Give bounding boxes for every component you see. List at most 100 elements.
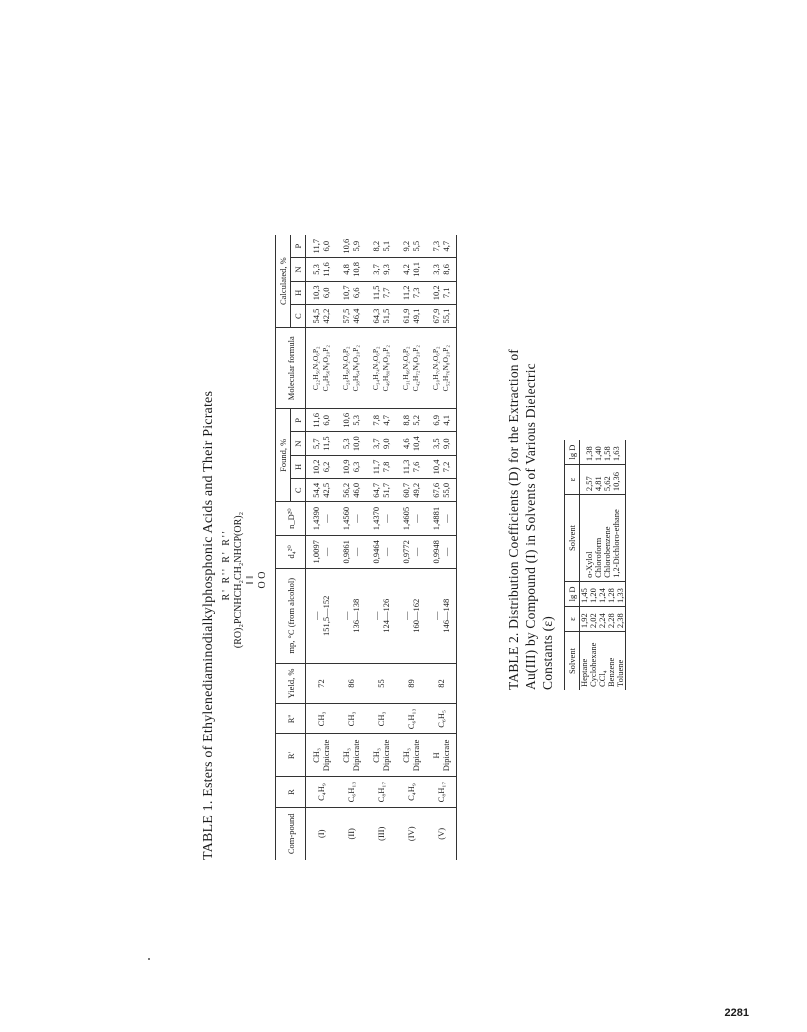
cell-found-n-line-2: 10,0 [351,436,361,452]
cell-n20: 1,4560— [336,501,366,536]
cell-calc-h-line-2: 6,0 [321,287,331,299]
cell-mp-line-2: 124—126 [381,598,391,633]
cell-found-h-line-2: 7,2 [441,461,451,473]
t2-col-solvent-2: Solvent [564,494,580,582]
cell-r2-line-1: C₆H₅ [436,710,446,728]
cell-calc-n-line-1: 3,7 [371,264,381,275]
cell-r-line-1: C₈H₁₇ [436,781,446,803]
col-calculated: Calculated, % [275,235,291,328]
cell-found-n-line-2: 10,4 [411,436,421,452]
cell-calc-c-line-1: 67,9 [431,308,441,324]
cell-n20-line-2: — [441,514,451,523]
table1: Com-pound R R' R'' Yield, % mp, °C (from… [275,235,457,860]
cell-mp-line-1: — [401,611,411,621]
table2-block: TABLE 2. Distribution Coefficients (D) f… [505,320,626,690]
cell-found-p-line-2: 5,3 [351,415,361,426]
col-r2: R'' [275,703,306,734]
cell-d20: 0,9861— [336,535,366,569]
cell-mp-line-1: — [311,611,321,621]
cell-calc-h-line-1: 10,2 [431,285,441,301]
cell-d20-line-2: — [381,547,391,557]
cell-n20-line-1: 1,4390 [311,506,321,531]
cell-calc-p-line-1: 8,2 [371,240,381,252]
cell-found-n-line-1: 3,5 [431,438,441,449]
cell-d20-line-1: 0,9948 [431,540,441,564]
cell-found-c-line-2: 42,5 [321,482,331,498]
cell-solvent-line-5: Toluene [615,659,625,687]
cell-lgd-2-line-4: 1,63 [610,446,621,462]
col-r1: R' [275,733,306,777]
cell-yield: 89 [396,663,426,704]
cell-found-h-line-2: 6,3 [351,461,361,473]
cell-found-n-line-1: 5,3 [341,438,351,449]
cell-found-n-line-2: 11,5 [321,436,331,451]
cell-formula-line-2: C₅₂H₇₆N₈O₂₀P₂ [441,345,450,392]
cell-d20-line-1: 1,0097 [311,540,321,564]
cell-n20-line-1: 1,4605 [401,506,411,531]
cell-mp-line-2: 136—138 [351,598,361,633]
cell-found-p-line-1: 7,8 [371,415,381,426]
cell-r2: CH₃ [336,703,366,734]
cell-yield: 86 [336,663,366,704]
cell-calc-n-line-2: 8,6 [441,264,451,275]
cell-d20: 0,9948— [426,535,457,569]
cell-formula-line-1: C₃₄H₇₄N₂O₆P₂ [371,346,380,391]
cell-compound-line-1: (IV) [406,826,416,842]
scan-speck [148,958,150,960]
cell-calc-p-line-2: 5,5 [411,240,421,252]
cell-d20-line-2: — [351,547,361,557]
cell-found-h-line-1: 11,7 [371,459,381,475]
col-n20: n_D²⁰ [275,501,306,536]
cell-r2-line-1: CH₃ [376,711,386,727]
cell-formula-line-2: C₃₈H₆₄N₈O₂₀P₂ [351,345,360,392]
cell-yield-line-1: 86 [346,679,356,688]
cell-calc-n-line-1: 3,3 [431,264,441,275]
cell-calc-n-line-2: 10,8 [351,262,361,277]
cell-yield-line-1: 82 [436,679,446,688]
cell-n20-line-2: — [381,514,391,523]
cell-calc-c-line-1: 54,5 [311,308,321,324]
cell-compound-line-1: (I) [316,829,326,839]
t2-col-solvent: Solvent [564,631,580,690]
cell-found-h-line-1: 10,2 [311,459,321,475]
cell-calc-p-line-1: 7,3 [431,240,441,252]
cell-found-c-line-2: 55,0 [441,482,451,498]
cell-found-c-line-1: 64,7 [371,482,381,498]
cell-n20-line-2: — [351,514,361,523]
cell-calc-h-line-2: 7,3 [411,287,421,299]
t2-col-eps-2: ε [564,464,580,495]
cell-mp-line-2: 151,5—152 [321,595,331,636]
cell-calc-h-line-1: 10,7 [341,285,351,301]
col-mp: mp, °C (from alcohol) [275,568,306,664]
cell-n20: 1,4370— [366,501,396,536]
col-d20: d₄²⁰ [275,535,306,569]
cell-compound: (V) [426,807,457,860]
cell-mp: —146—148 [426,568,457,664]
cell-r1-line-2: Dipicrate [351,739,361,772]
cell-calc-h-line-1: 11,2 [401,285,411,301]
